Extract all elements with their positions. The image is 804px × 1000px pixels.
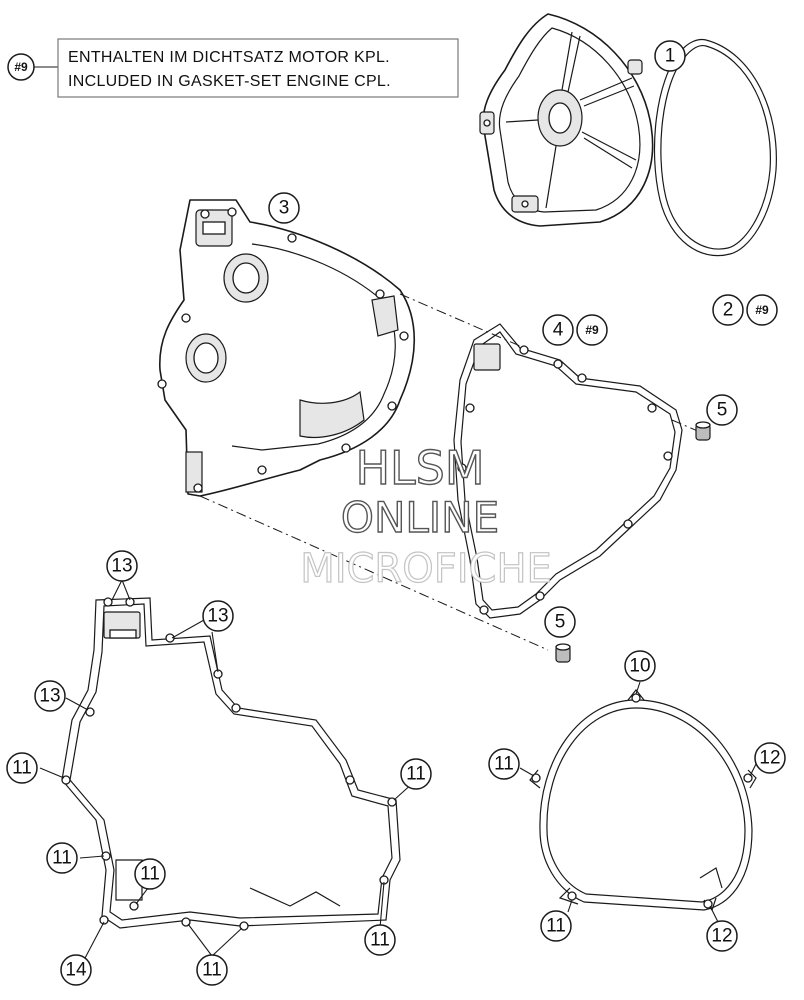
watermark: HLSM ONLINE MICROFICHE — [300, 440, 553, 592]
note-line-english: INCLUDED IN GASKET-SET ENGINE CPL. — [68, 73, 391, 90]
svg-text:11: 11 — [202, 960, 222, 981]
callout-11-round-left[interactable]: 11 — [488, 748, 520, 780]
callout-11-bottom[interactable]: 11 — [196, 954, 228, 986]
svg-text:11: 11 — [370, 930, 390, 951]
part-round-cover-gasket[interactable] — [529, 689, 757, 912]
part-inner-clutch-cover[interactable] — [157, 199, 415, 497]
svg-text:11: 11 — [406, 764, 426, 785]
svg-text:11: 11 — [12, 758, 32, 779]
note-box — [57, 38, 459, 98]
callout-2[interactable]: 2 — [712, 294, 744, 326]
svg-text:3: 3 — [279, 198, 290, 219]
watermark-line-3: MICROFICHE — [300, 546, 552, 592]
callout-14[interactable]: 14 — [60, 954, 92, 986]
callout-4[interactable]: 4 — [542, 314, 574, 346]
callout-12-right[interactable]: 12 — [754, 742, 786, 774]
part-dowel-pin-upper[interactable] — [695, 421, 711, 441]
svg-text:13: 13 — [207, 606, 228, 627]
svg-text:11: 11 — [546, 916, 566, 937]
part-clutch-cover-gasket[interactable] — [453, 323, 683, 619]
svg-text:11: 11 — [52, 848, 72, 869]
svg-text:12: 12 — [759, 748, 780, 769]
svg-text:2: 2 — [723, 300, 734, 321]
callout-2-ref[interactable]: #9 — [746, 294, 778, 326]
svg-text:12: 12 — [711, 926, 732, 947]
svg-text:13: 13 — [111, 556, 132, 577]
svg-text:#9: #9 — [585, 323, 599, 337]
callout-1[interactable]: 1 — [654, 40, 686, 72]
callout-5-upper[interactable]: 5 — [706, 394, 738, 426]
svg-text:13: 13 — [39, 686, 60, 707]
callout-3[interactable]: 3 — [268, 192, 300, 224]
svg-text:10: 10 — [629, 656, 650, 677]
callout-10[interactable]: 10 — [624, 650, 656, 682]
svg-text:11: 11 — [494, 754, 514, 775]
callout-13-top[interactable]: 13 — [106, 550, 138, 582]
svg-text:#9: #9 — [755, 303, 769, 317]
callout-12-bottom[interactable]: 12 — [706, 920, 738, 952]
callout-11-left[interactable]: 11 — [6, 752, 38, 784]
svg-text:11: 11 — [140, 864, 160, 885]
callout-11-inner[interactable]: 11 — [134, 858, 166, 890]
callout-11-bottom-right[interactable]: 11 — [364, 924, 396, 956]
svg-text:14: 14 — [65, 960, 87, 981]
callout-leaders — [39, 579, 757, 961]
callout-5-lower[interactable]: 5 — [544, 606, 576, 638]
svg-text:5: 5 — [717, 400, 728, 421]
watermark-line-1: HLSM — [355, 441, 484, 495]
callout-13-middle[interactable]: 13 — [202, 600, 234, 632]
svg-text:5: 5 — [555, 612, 566, 633]
part-o-ring[interactable] — [653, 38, 777, 257]
callout-13-left[interactable]: 13 — [34, 680, 66, 712]
note-ref-label: #9 — [14, 60, 28, 74]
svg-text:4: 4 — [553, 320, 564, 341]
gasket-set-note: #9 ENTHALTEN IM DICHTSATZ MOTOR KPL. INC… — [7, 38, 459, 98]
callout-11-round-bottom[interactable]: 11 — [540, 910, 572, 942]
callout-4-ref[interactable]: #9 — [576, 314, 608, 346]
callout-11-right[interactable]: 11 — [400, 758, 432, 790]
part-dowel-pin-lower[interactable] — [555, 643, 571, 663]
alignment-lines — [199, 293, 701, 651]
svg-text:1: 1 — [665, 46, 676, 67]
part-outer-clutch-cover[interactable] — [479, 13, 654, 227]
callouts: 1 2 #9 3 4 #9 5 5 13 13 13 11 11 11 11 1… — [6, 40, 786, 986]
part-large-cover-gasket[interactable] — [61, 597, 401, 931]
note-line-german: ENTHALTEN IM DICHTSATZ MOTOR KPL. — [68, 49, 390, 66]
watermark-line-2: ONLINE — [341, 493, 499, 542]
callout-11-mid-left[interactable]: 11 — [46, 842, 78, 874]
